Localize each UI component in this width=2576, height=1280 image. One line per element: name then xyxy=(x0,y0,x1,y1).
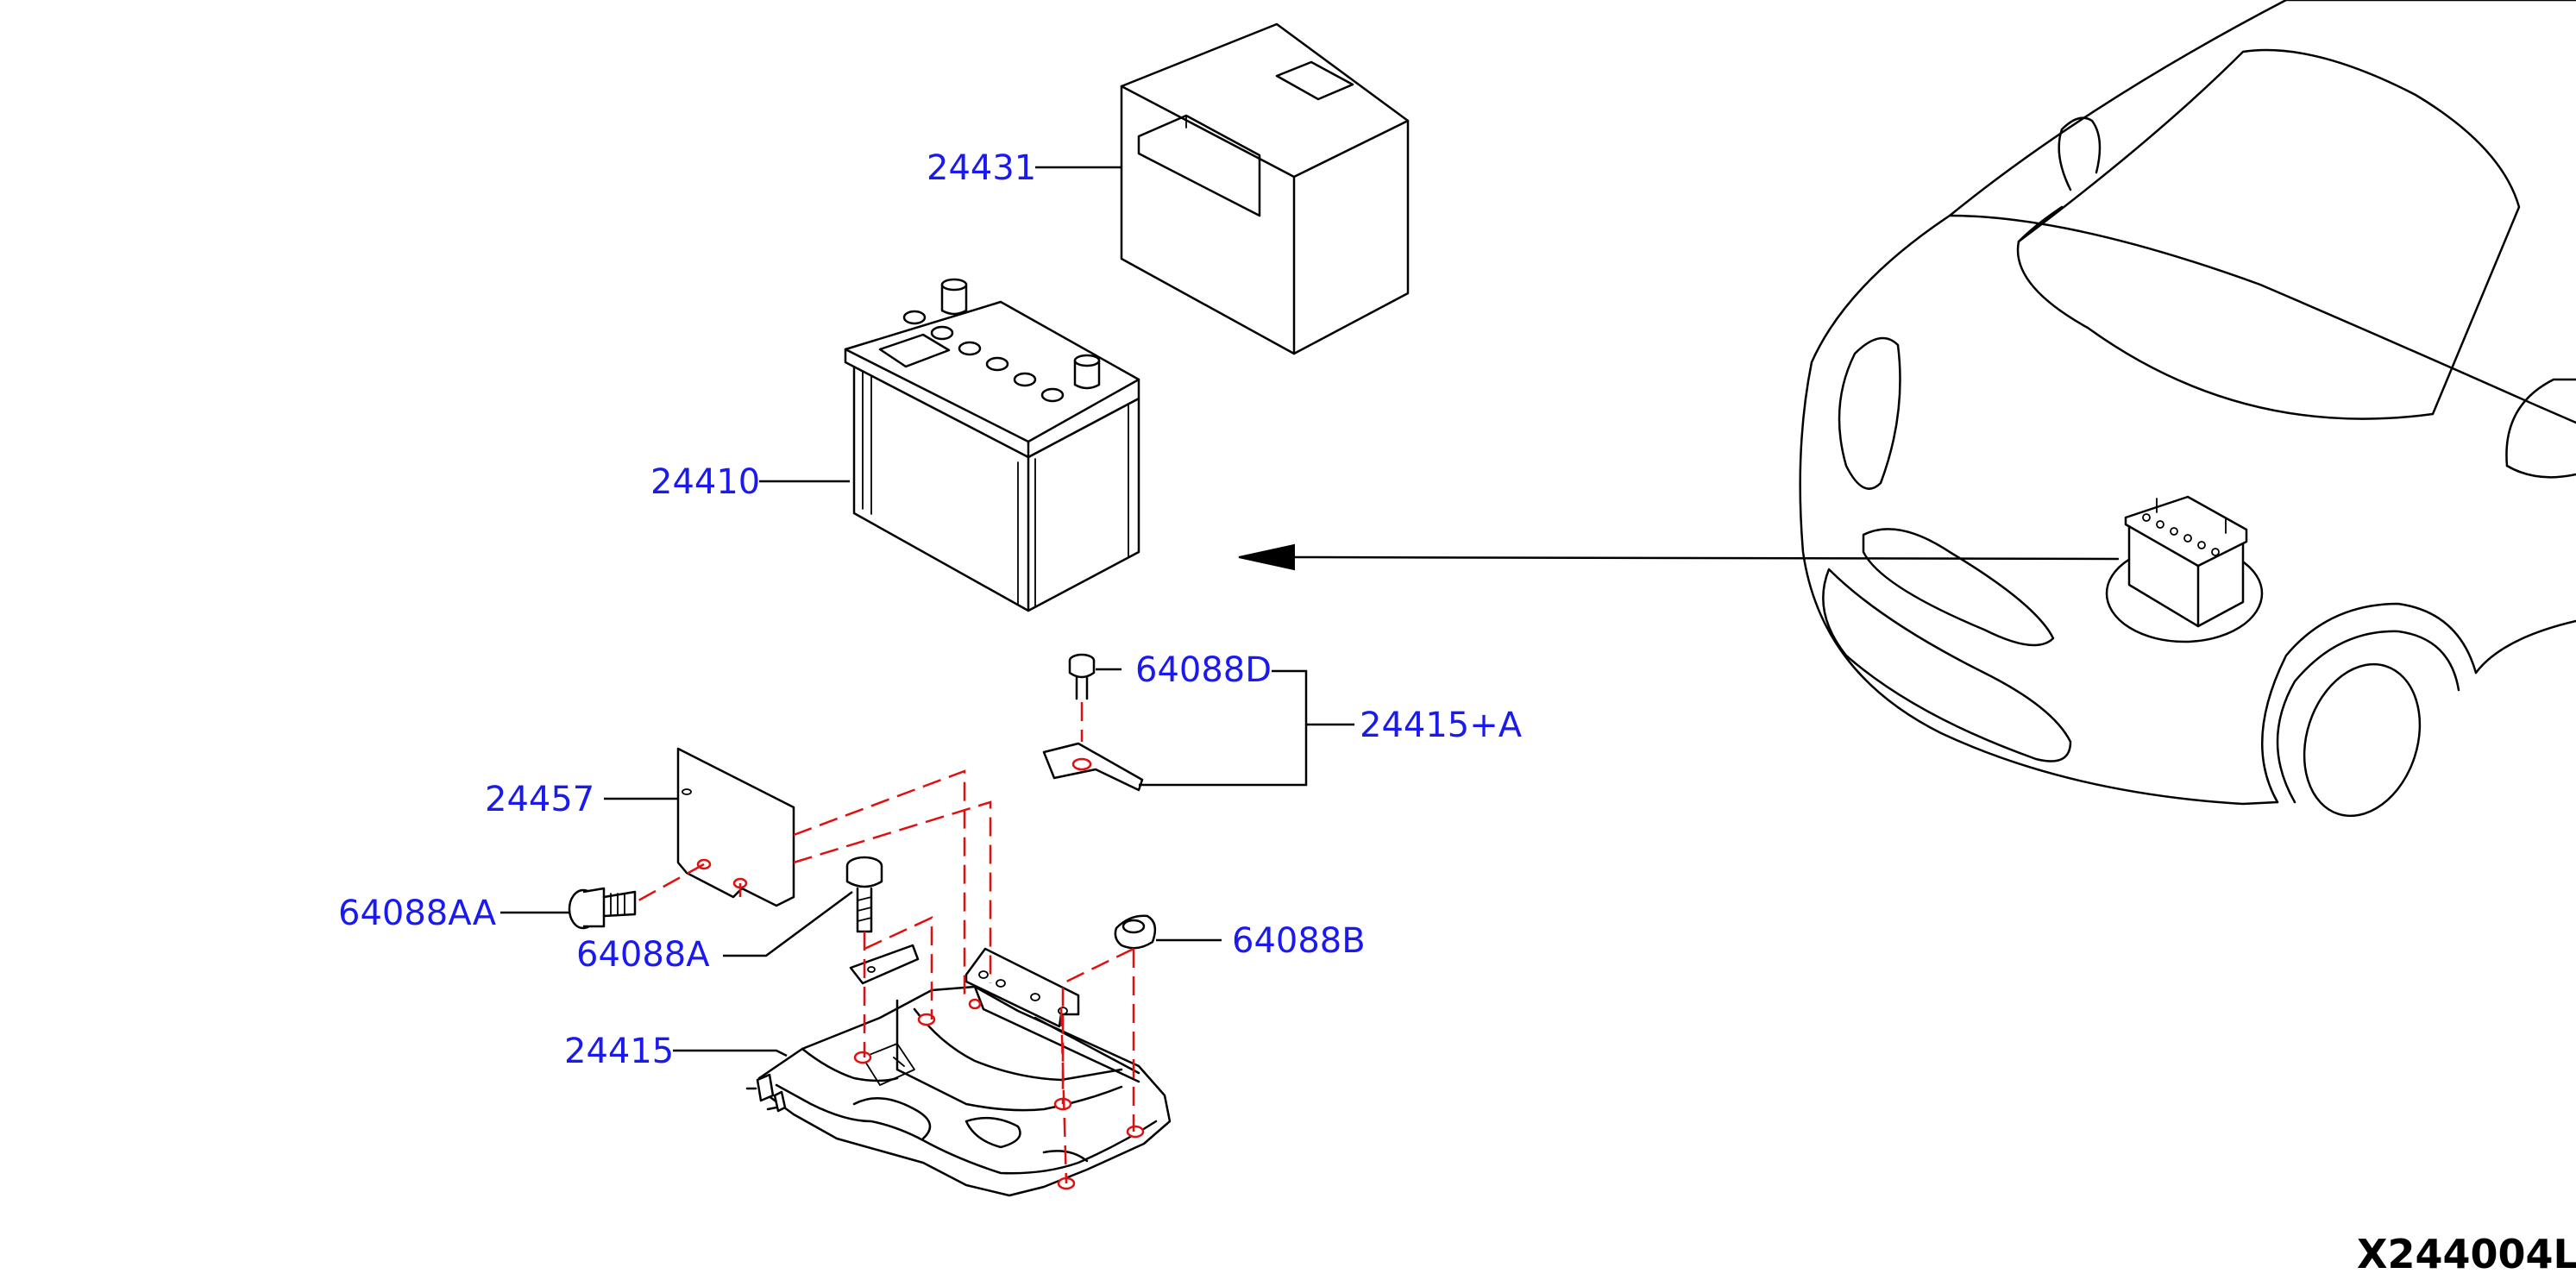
label-24431[interactable]: 24431 xyxy=(927,148,1036,188)
label-64088d[interactable]: 64088D xyxy=(1135,650,1272,690)
label-64088a[interactable]: 64088A xyxy=(576,935,710,975)
bracket-plate-part[interactable] xyxy=(676,747,795,907)
clamp-bracket-leader xyxy=(1139,669,1354,787)
bolt-64088aa-part[interactable] xyxy=(568,887,637,930)
leader-lines xyxy=(500,166,1222,1057)
bolt-64088d-part[interactable] xyxy=(1068,653,1096,700)
label-24415[interactable]: 24415 xyxy=(564,1032,674,1071)
nut-64088b-part[interactable] xyxy=(1114,914,1157,950)
battery-clamp-part[interactable] xyxy=(1042,742,1144,792)
bolt-64088a-part[interactable] xyxy=(845,856,883,933)
diagram-reference-code: X244004L xyxy=(2357,1231,2576,1277)
vehicle-outline xyxy=(1799,0,2576,818)
label-64088b[interactable]: 64088B xyxy=(1232,921,1366,961)
label-24457[interactable]: 24457 xyxy=(485,780,594,819)
battery-cover-part[interactable] xyxy=(1120,22,1410,355)
label-24410[interactable]: 24410 xyxy=(650,462,760,502)
battery-tray-part[interactable] xyxy=(745,944,1172,1197)
label-64088aa[interactable]: 64088AA xyxy=(338,894,497,933)
location-arrow xyxy=(1238,543,2120,571)
battery-location-marker xyxy=(2124,495,2248,628)
assembly-guide-lines xyxy=(638,769,1135,1184)
label-24415-a[interactable]: 24415+A xyxy=(1360,706,1523,745)
battery-part[interactable] xyxy=(844,278,1140,612)
